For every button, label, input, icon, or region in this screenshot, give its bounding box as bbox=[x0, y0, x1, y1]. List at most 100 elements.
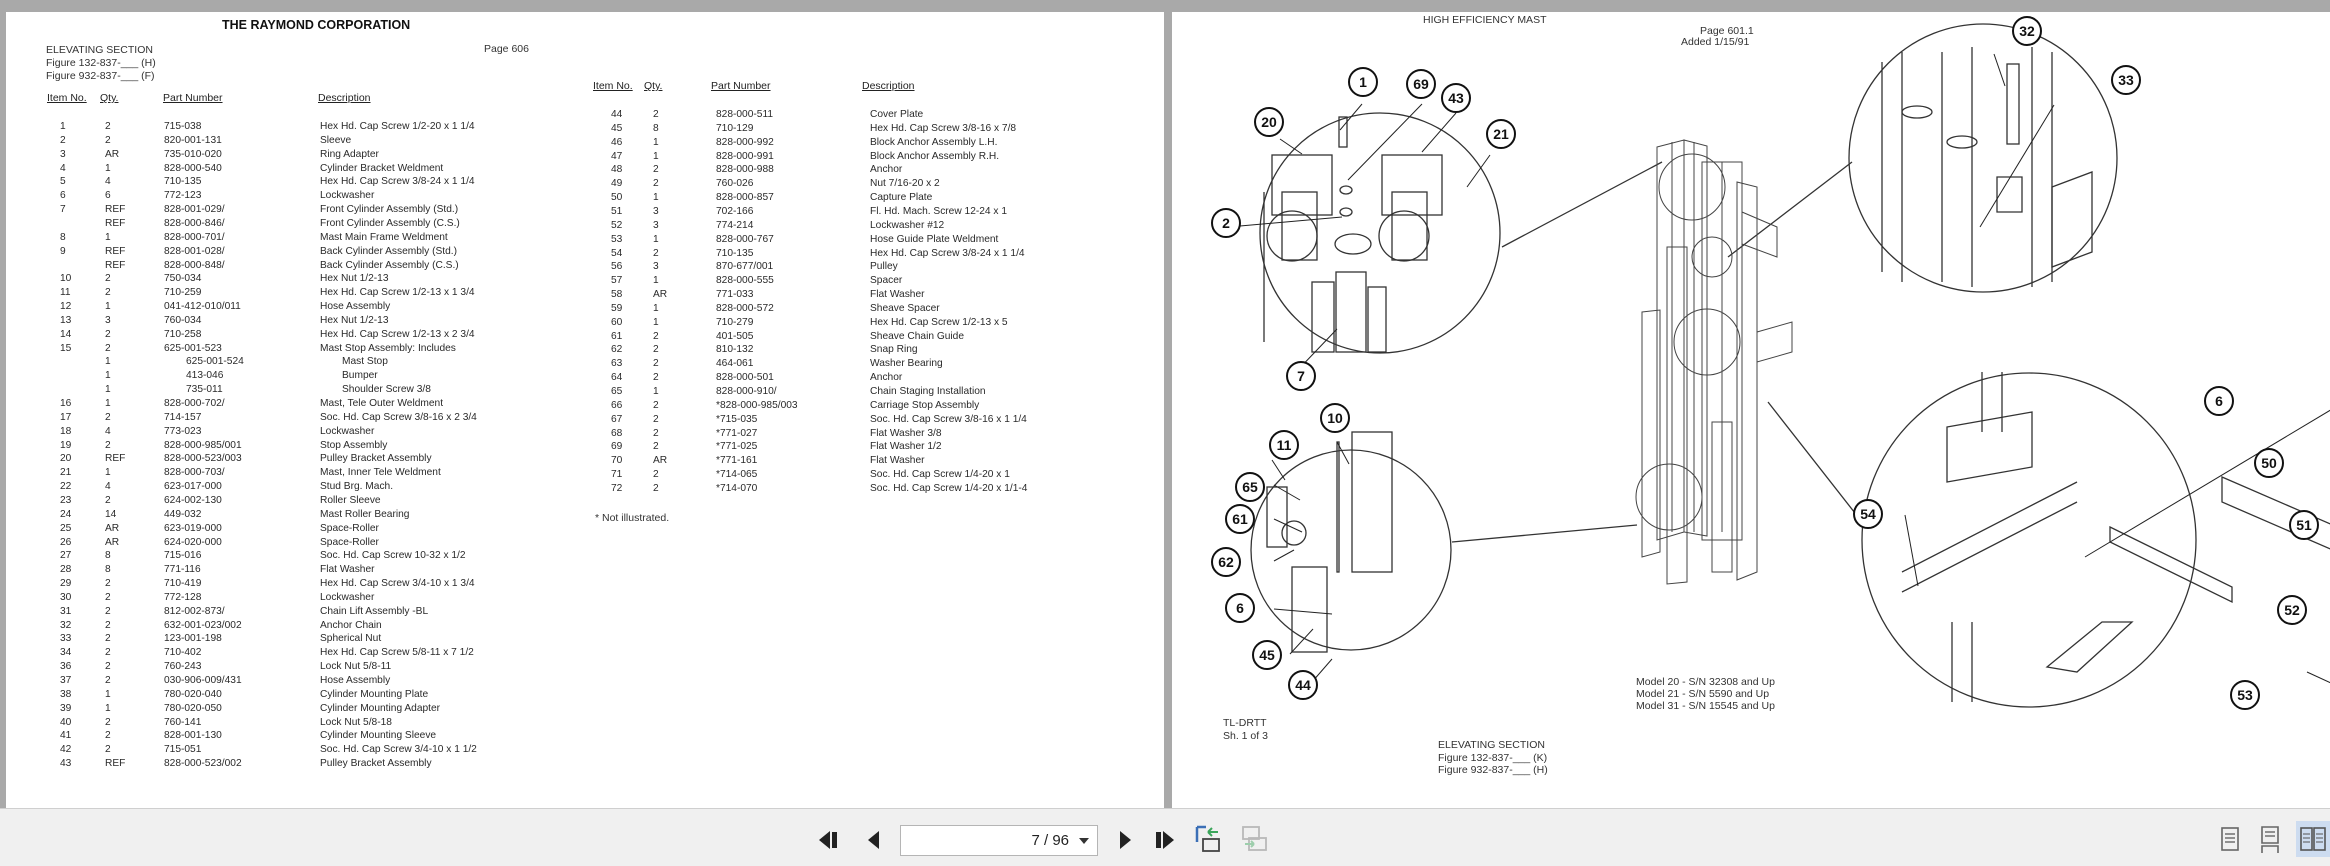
cell-part: *715-035 bbox=[716, 413, 758, 425]
cell-item: 4 bbox=[60, 162, 66, 174]
cell-part: 735-010-020 bbox=[164, 148, 222, 160]
cell-qty: 2 bbox=[653, 427, 659, 439]
cell-desc: Mast Roller Bearing bbox=[320, 508, 410, 520]
cell-part: 715-016 bbox=[164, 550, 202, 562]
cell-desc: Flat Washer 1/2 bbox=[870, 441, 942, 453]
model-line: Model 20 - S/N 32308 and Up bbox=[1636, 676, 1775, 688]
cell-qty: 1 bbox=[105, 398, 111, 409]
cell-part: 828-000-985/001 bbox=[164, 439, 242, 451]
chevron-down-icon[interactable] bbox=[1079, 838, 1089, 844]
cell-item: 10 bbox=[60, 273, 72, 285]
view-single-page-button[interactable] bbox=[2216, 823, 2244, 855]
cell-desc: Front Cylinder Assembly (C.S.) bbox=[320, 217, 460, 229]
cell-item: 64 bbox=[611, 372, 623, 384]
single-page-icon bbox=[2221, 827, 2239, 851]
cell-item: 7 bbox=[60, 204, 66, 216]
company-title: THE RAYMOND CORPORATION bbox=[222, 18, 411, 32]
header-description: Description bbox=[318, 92, 371, 104]
cell-desc: Soc. Hd. Cap Screw 10-32 x 1/2 bbox=[320, 550, 466, 562]
cell-desc: Flat Washer bbox=[870, 289, 925, 301]
cell-item: 44 bbox=[611, 109, 623, 120]
cell-qty: 3 bbox=[105, 314, 111, 326]
next-page-button[interactable] bbox=[1113, 827, 1137, 853]
cell-item: 13 bbox=[60, 314, 72, 326]
cell-part: 828-000-910/ bbox=[716, 386, 777, 397]
section-title: ELEVATING SECTION bbox=[46, 44, 153, 56]
cell-part: 710-135 bbox=[164, 176, 202, 188]
cell-desc: Hex Hd. Cap Screw 3/4-10 x 1 3/4 bbox=[320, 578, 475, 590]
cell-desc: Mast, Inner Tele Weldment bbox=[320, 467, 441, 479]
callout-10: 10 bbox=[1320, 403, 1350, 433]
cell-desc: Cylinder Mounting Plate bbox=[320, 688, 429, 700]
cell-qty: 1 bbox=[105, 301, 111, 313]
cell-part: 828-000-555 bbox=[716, 275, 774, 287]
cell-part: 623-017-000 bbox=[164, 481, 222, 493]
callout-6: 6 bbox=[2204, 386, 2234, 416]
first-page-button[interactable] bbox=[816, 827, 844, 853]
cell-desc: Hex Nut 1/2-13 bbox=[320, 273, 389, 285]
cell-desc: Roller Sleeve bbox=[320, 494, 381, 506]
cell-item: 43 bbox=[60, 758, 72, 770]
cell-qty: 1 bbox=[653, 136, 659, 148]
view-two-page-button[interactable] bbox=[2296, 821, 2330, 857]
cell-item: 51 bbox=[611, 205, 623, 217]
cell-qty: AR bbox=[105, 536, 120, 548]
go-back-view-button[interactable] bbox=[1193, 823, 1225, 855]
cell-item: 17 bbox=[60, 411, 72, 423]
cell-qty: 2 bbox=[105, 591, 111, 603]
added-date: Added 1/15/91 bbox=[1681, 36, 1750, 48]
prev-page-button[interactable] bbox=[862, 827, 886, 853]
cell-item: 12 bbox=[60, 301, 72, 313]
cell-qty: REF bbox=[105, 245, 126, 257]
cell-item: 31 bbox=[60, 605, 72, 617]
cell-part: *714-065 bbox=[716, 469, 758, 481]
cell-qty: 2 bbox=[653, 109, 659, 120]
cell-item: 33 bbox=[60, 633, 72, 645]
cell-desc: Lockwasher bbox=[320, 591, 375, 603]
cell-desc: Sleeve bbox=[320, 134, 352, 146]
cell-item: 70 bbox=[611, 455, 623, 467]
cell-item: 42 bbox=[60, 744, 72, 756]
cell-part: 773-023 bbox=[164, 425, 202, 437]
view-continuous-button[interactable] bbox=[2256, 823, 2284, 855]
cell-item: 3 bbox=[60, 148, 66, 160]
cell-item: 34 bbox=[60, 647, 72, 659]
page-number-input[interactable]: 7 / 96 bbox=[900, 825, 1098, 856]
cell-qty: 1 bbox=[105, 162, 111, 174]
detail-circle-bottom-right bbox=[1861, 372, 2197, 708]
cell-desc: Capture Plate bbox=[870, 192, 933, 204]
cell-desc: Anchor Chain bbox=[320, 619, 382, 631]
cell-item: 52 bbox=[611, 219, 623, 231]
cell-item: 28 bbox=[60, 564, 72, 576]
cell-qty: 4 bbox=[105, 425, 111, 437]
cell-desc: Bumper bbox=[342, 370, 378, 382]
cell-part: 464-061 bbox=[716, 358, 754, 370]
cell-qty: 3 bbox=[653, 219, 659, 231]
go-forward-view-button[interactable] bbox=[1239, 823, 1271, 855]
cell-item: 45 bbox=[611, 122, 623, 134]
cell-desc: Lockwasher bbox=[320, 425, 375, 437]
cell-qty: 2 bbox=[105, 287, 111, 299]
cell-desc: Chain Lift Assembly -BL bbox=[320, 605, 429, 617]
cell-desc: Space-Roller bbox=[320, 522, 379, 534]
cell-part: 624-020-000 bbox=[164, 536, 222, 548]
cell-part: 820-001-131 bbox=[164, 134, 222, 146]
cell-item: 8 bbox=[60, 231, 66, 243]
cell-qty: 2 bbox=[653, 441, 659, 453]
cell-part: 710-259 bbox=[164, 287, 202, 299]
cell-desc: Hex Hd. Cap Screw 3/8-16 x 7/8 bbox=[870, 122, 1017, 134]
cell-qty: 1 bbox=[653, 316, 659, 328]
cell-qty: 1 bbox=[653, 302, 659, 314]
cell-part: 041-412-010/011 bbox=[164, 301, 241, 313]
cell-qty: 1 bbox=[105, 688, 111, 700]
detail-circle-bottom-left bbox=[1250, 449, 1452, 651]
cell-part: 828-000-701/ bbox=[164, 231, 225, 243]
cell-desc: Lockwasher #12 bbox=[870, 219, 945, 231]
cell-qty: 2 bbox=[105, 633, 111, 645]
cell-part: 624-002-130 bbox=[164, 494, 222, 506]
last-page-button[interactable] bbox=[1150, 827, 1178, 853]
cell-qty: AR bbox=[105, 522, 120, 534]
cell-item: 67 bbox=[611, 413, 623, 425]
cell-qty: 2 bbox=[105, 273, 111, 285]
cell-part: *771-161 bbox=[716, 455, 758, 467]
